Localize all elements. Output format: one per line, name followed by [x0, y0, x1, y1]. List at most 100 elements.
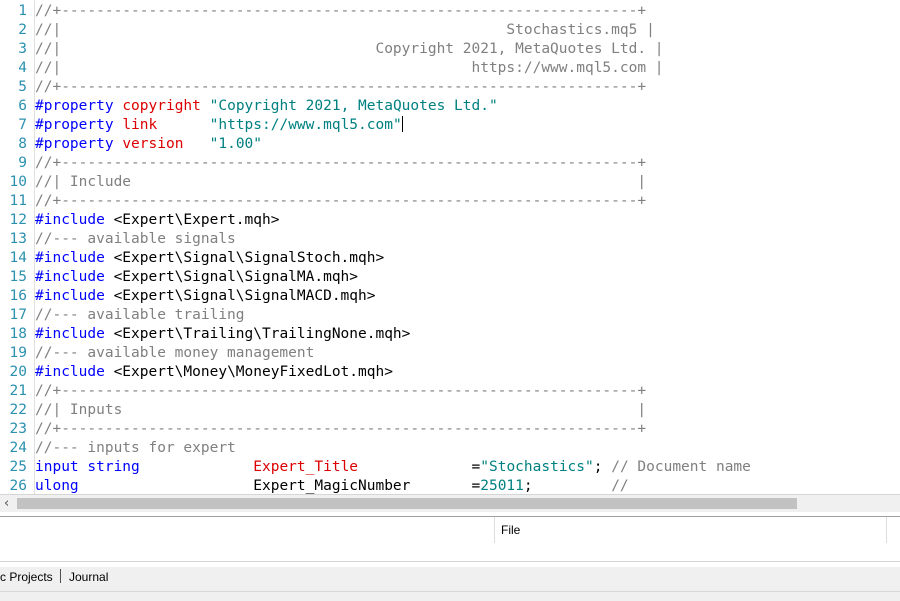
code-line[interactable]: 11//+-----------------------------------… [0, 192, 900, 211]
code-token: //+-------------------------------------… [35, 421, 647, 437]
code-token: copyright [122, 98, 201, 114]
file-column-header[interactable]: File [501, 523, 521, 537]
toolbox-tabs: c Projects Journal [0, 567, 900, 591]
code-token: //| Inputs | [35, 402, 647, 418]
code-text[interactable]: //| https://www.mql5.com | [35, 59, 664, 78]
code-token: //| Stochastics.mq5 | [35, 22, 655, 38]
code-text[interactable]: //--- available signals [35, 230, 236, 249]
code-line[interactable]: 21 //+-----------------------------------… [0, 382, 900, 401]
code-token: #include [35, 269, 114, 285]
code-text[interactable]: #property link "https://www.mql5.com" [35, 116, 403, 135]
code-text[interactable]: #include <Expert\Signal\SignalMACD.mqh> [35, 287, 375, 306]
code-line[interactable]: 13 //--- available signals [0, 230, 900, 249]
code-text[interactable]: //+-------------------------------------… [35, 192, 646, 211]
code-token [157, 117, 209, 133]
code-token: link [122, 117, 158, 133]
column-divider[interactable] [886, 517, 887, 543]
line-number: 23 [9, 421, 27, 437]
code-token: "Stochastics" [480, 459, 594, 475]
code-line[interactable]: 22 //| Inputs | [0, 401, 900, 420]
code-line[interactable]: 10 //| Include | [0, 173, 900, 192]
code-text[interactable]: input string Expert_Title ="Stochastics"… [35, 458, 751, 477]
code-line[interactable]: 1//+------------------------------------… [0, 2, 900, 21]
code-text[interactable]: //| Include | [35, 173, 646, 192]
code-text[interactable]: ulong Expert_MagicNumber =25011; // [35, 477, 629, 494]
scrollbar-thumb[interactable] [17, 498, 797, 509]
code-text[interactable]: //+-------------------------------------… [35, 382, 646, 401]
code-line[interactable]: 17//--- available trailing [0, 306, 900, 325]
code-line[interactable]: 5 //+------------------------------------… [0, 78, 900, 97]
code-line[interactable]: 18 #include <Expert\Trailing\TrailingNone… [0, 325, 900, 344]
code-text[interactable]: //--- available trailing [35, 306, 245, 325]
code-line[interactable]: 20 #include <Expert\Money\MoneyFixedLot.m… [0, 363, 900, 382]
code-token: <Expert\Expert.mqh> [113, 212, 280, 228]
code-text[interactable]: #include <Expert\Signal\SignalStoch.mqh> [35, 249, 384, 268]
code-token: = [358, 459, 481, 475]
line-number: 21 [9, 383, 27, 399]
code-token: //--- available signals [35, 231, 236, 247]
code-line[interactable]: 4//| https://www.mql5.com | [0, 59, 900, 78]
code-line[interactable]: 7#property link "https://www.mql5.com" [0, 116, 900, 135]
code-line[interactable]: 3//| Copyright 2021, MetaQuotes Ltd. | [0, 40, 900, 59]
code-text[interactable]: //+-------------------------------------… [35, 78, 646, 97]
code-text[interactable]: #include <Expert\Money\MoneyFixedLot.mqh… [35, 363, 393, 382]
code-line[interactable]: 23 //+-----------------------------------… [0, 420, 900, 439]
tab-projects[interactable]: c Projects [0, 570, 53, 584]
code-text[interactable]: //--- available money management [35, 344, 314, 363]
code-area[interactable]: 1//+------------------------------------… [0, 2, 900, 494]
code-text[interactable]: #include <Expert\Expert.mqh> [35, 211, 279, 230]
code-line[interactable]: 24//--- inputs for expert [0, 439, 900, 458]
code-token: //+-------------------------------------… [35, 79, 647, 95]
code-line[interactable]: 6#property copyright "Copyright 2021, Me… [0, 97, 900, 116]
code-token [140, 459, 254, 475]
code-line[interactable]: 8 #property version "1.00" [0, 135, 900, 154]
code-line[interactable]: 19//--- available money management [0, 344, 900, 363]
code-text[interactable]: #property version "1.00" [35, 135, 262, 154]
code-line[interactable]: 9 //+------------------------------------… [0, 154, 900, 173]
horizontal-scrollbar[interactable]: ‹ [0, 494, 900, 512]
scroll-left-arrow-icon[interactable]: ‹ [4, 496, 10, 511]
code-token: #include [35, 364, 114, 380]
line-number: 18 [9, 326, 27, 342]
code-text[interactable]: //| Stochastics.mq5 | [35, 21, 655, 40]
code-token: #include [35, 250, 114, 266]
code-text[interactable]: //+-------------------------------------… [35, 2, 646, 21]
line-number: 15 [9, 269, 27, 285]
tab-journal[interactable]: Journal [69, 570, 109, 584]
code-line[interactable]: 14#include <Expert\Signal\SignalStoch.mq… [0, 249, 900, 268]
line-number: 5 [18, 79, 27, 95]
text-caret [401, 116, 403, 132]
line-number: 20 [9, 364, 27, 380]
code-token: <Expert\Signal\SignalMACD.mqh> [113, 288, 376, 304]
code-text[interactable]: #include <Expert\Trailing\TrailingNone.m… [35, 325, 410, 344]
column-divider[interactable] [494, 517, 495, 543]
code-text[interactable]: //+-------------------------------------… [35, 154, 646, 173]
line-number: 10 [9, 174, 27, 190]
code-line[interactable]: 16#include <Expert\Signal\SignalMACD.mqh… [0, 287, 900, 306]
code-token [183, 136, 209, 152]
code-token: //+-------------------------------------… [35, 3, 647, 19]
code-text[interactable]: //| Inputs | [35, 401, 646, 420]
code-token: // Document name [611, 459, 751, 475]
code-token: ; [593, 459, 612, 475]
code-token: //--- available money management [35, 345, 315, 361]
code-line[interactable]: 12#include <Expert\Expert.mqh> [0, 211, 900, 230]
line-number: 22 [9, 402, 27, 418]
line-number-gutter [0, 0, 35, 494]
code-line[interactable]: 15 #include <Expert\Signal\SignalMA.mqh> [0, 268, 900, 287]
code-text[interactable]: //| Copyright 2021, MetaQuotes Ltd. | [35, 40, 664, 59]
code-text[interactable]: //+-------------------------------------… [35, 420, 646, 439]
line-number: 2 [18, 22, 27, 38]
code-text[interactable]: //--- inputs for expert [35, 439, 236, 458]
line-number: 13 [9, 231, 27, 247]
code-editor[interactable]: 1//+------------------------------------… [0, 0, 900, 494]
code-token: Expert_MagicNumber = [78, 478, 481, 494]
code-text[interactable]: #property copyright "Copyright 2021, Met… [35, 97, 498, 116]
line-number: 9 [18, 155, 27, 171]
line-number: 8 [18, 136, 27, 152]
code-line[interactable]: 2 //| Stochastics.mq5 | [0, 21, 900, 40]
code-text[interactable]: #include <Expert\Signal\SignalMA.mqh> [35, 268, 358, 287]
code-token: //--- available trailing [35, 307, 245, 323]
